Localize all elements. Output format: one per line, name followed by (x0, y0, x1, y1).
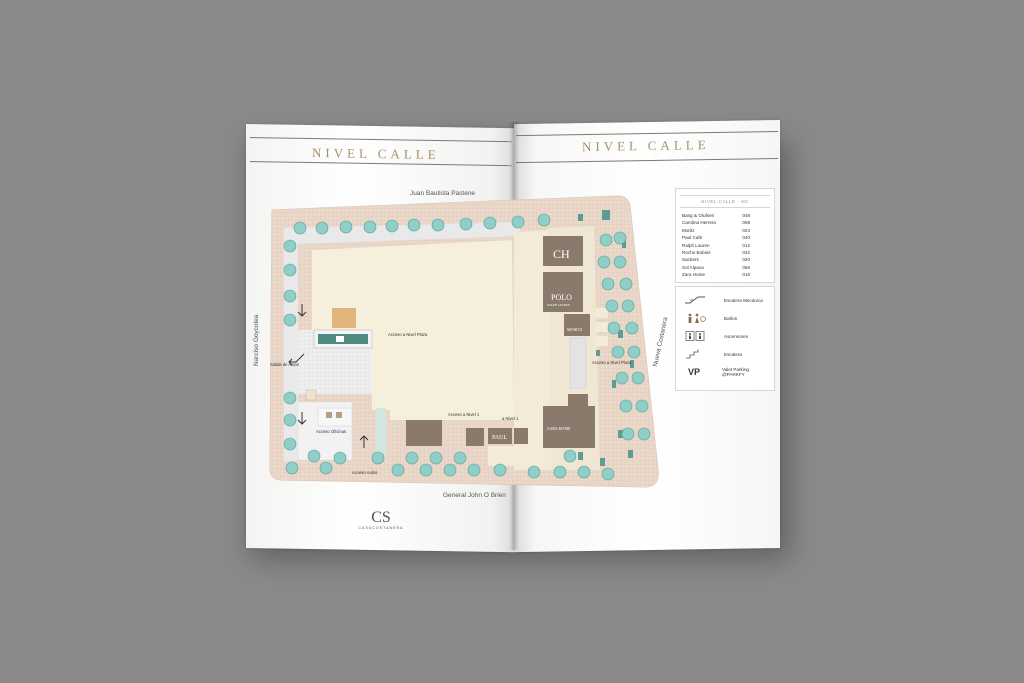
legend-row-elevator: Ascensores (684, 331, 748, 341)
store-label-paul: PAUL (492, 435, 507, 441)
label-salida-autos: Salida de Autos (270, 362, 299, 367)
label-acceso-nivel-1: Acceso a Nivel 1 (448, 412, 480, 417)
trees (283, 213, 651, 481)
legend-row-escalator: Escalera Mecánica (684, 295, 763, 305)
stairs-left (376, 408, 386, 458)
store-paul (488, 428, 512, 444)
stair-block (332, 308, 356, 328)
office-access-box (317, 407, 353, 427)
store-ch (543, 236, 583, 266)
store-block-bottom-b (466, 428, 484, 446)
store-polo (543, 272, 583, 312)
store-block-bottom-a (406, 420, 442, 446)
directory-entry-name: Roche Bobois (682, 250, 711, 256)
legend-label-elevator: Ascensores (724, 333, 749, 339)
label-acceso-oficinas: Acceso Oficinas (316, 429, 346, 434)
legend-label-restroom: Baños (724, 315, 738, 321)
directory-entry-code: 024 (742, 227, 750, 233)
label-acceso-nivel-plaza-left: Acceso a Nivel Plaza (388, 332, 428, 337)
logo-mark: CS (371, 509, 391, 526)
label-acceso-autos: Acceso Autos (352, 470, 377, 475)
directory-entry-name: Moritz (682, 227, 695, 233)
plaza-floor-left (312, 240, 514, 420)
store-label-polo: POLO (551, 293, 572, 302)
directory-title: NIVEL CALLE · NC (680, 195, 770, 208)
directory-entry-code: 016 (742, 272, 750, 278)
directory-entry: Bang & Olufsen 048 (676, 212, 774, 219)
stairs-icon (686, 349, 699, 359)
directory-entry: Ralph Lauren 012 (676, 242, 774, 249)
legend-label-valet-line1: Valet Parking (722, 367, 749, 372)
store-label-zara-home: ZARA HOME (547, 426, 571, 431)
directory-entry-name: Zara Home (682, 272, 705, 278)
elevator-icon (685, 331, 705, 341)
directory-entry-code: 056 (742, 264, 750, 270)
directory-entry-code: 032 (742, 250, 750, 256)
directory-entry-code: 040 (742, 235, 750, 241)
elevator-box (305, 389, 317, 401)
directory-entry: Roche Bobois 032 (676, 249, 774, 256)
directory-entry: Sol Alpaca 056 (676, 264, 774, 271)
directory-entry-name: Sol Alpaca (682, 264, 704, 270)
store-label-ch: CH (553, 247, 570, 261)
escalator-strip (569, 337, 587, 389)
direction-arrows (288, 304, 369, 448)
legend-label-escalator: Escalera Mecánica (724, 297, 763, 303)
street-top: Juan Bautista Pastene (410, 190, 476, 197)
directory-entry: Sacbers 020 (676, 256, 774, 263)
label-acceso-nivel-right-short: a Nivel 1 (502, 416, 519, 421)
directory-entry-code: 048 (742, 213, 750, 218)
label-acceso-nivel-plaza-right: Acceso a Nivel Plaza (592, 360, 632, 365)
legend-row-valet: VP Valet Parking @PARKFY (684, 367, 749, 377)
office-icon-a (326, 412, 332, 418)
brand-logo: CS CASACOSTANERA (356, 509, 406, 531)
legend-label-stairs: Escalera (724, 351, 742, 357)
directory-entry-code: 012 (742, 242, 750, 248)
directory-entry: Carolina Herrera 008 (676, 219, 774, 226)
directory-entry-name: Paul Café (682, 235, 703, 241)
directory-entry-code: 008 (742, 220, 750, 226)
store-label-moritz: MORITZ (567, 327, 583, 332)
store-block-bottom-c (514, 428, 528, 444)
elevator-marker (336, 336, 344, 342)
directory-entry: Zara Home 016 (676, 271, 774, 278)
legend-label-valet: Valet Parking @PARKFY (722, 367, 749, 377)
street-bottom: General John O Brien (443, 492, 506, 499)
store-zara-home (543, 406, 595, 448)
logo-text: CASACOSTANERA (358, 526, 404, 530)
map-legend: Escalera Mecánica Baños Ascensores Esc (675, 286, 775, 391)
valet-icon: VP (687, 367, 700, 377)
store-moritz (564, 314, 590, 336)
legend-row-stairs: Escalera (684, 349, 742, 359)
directory-entry-name: Carolina Herrera (682, 220, 716, 226)
directory-entry-name: Bang & Olufsen (682, 213, 715, 218)
restroom-icon (688, 313, 706, 323)
directory-entry: Moritz 024 (676, 227, 774, 234)
plaza-floor-center (514, 230, 552, 470)
legend-label-valet-line2: @PARKFY (722, 372, 745, 377)
directory-entry: Paul Café 040 (676, 234, 774, 241)
directory-entry-code: 020 (742, 257, 750, 263)
store-label-polo-sub: RALPH LAUREN (547, 303, 571, 307)
street-left: Narciso Goycolea (253, 314, 260, 366)
patio-tables (488, 308, 608, 466)
office-icon-b (336, 412, 342, 418)
directory-entry-name: Ralph Lauren (682, 242, 710, 248)
escalator-icon (685, 296, 705, 304)
legend-row-restroom: Baños (684, 313, 737, 323)
directory-entry-name: Sacbers (682, 257, 699, 263)
